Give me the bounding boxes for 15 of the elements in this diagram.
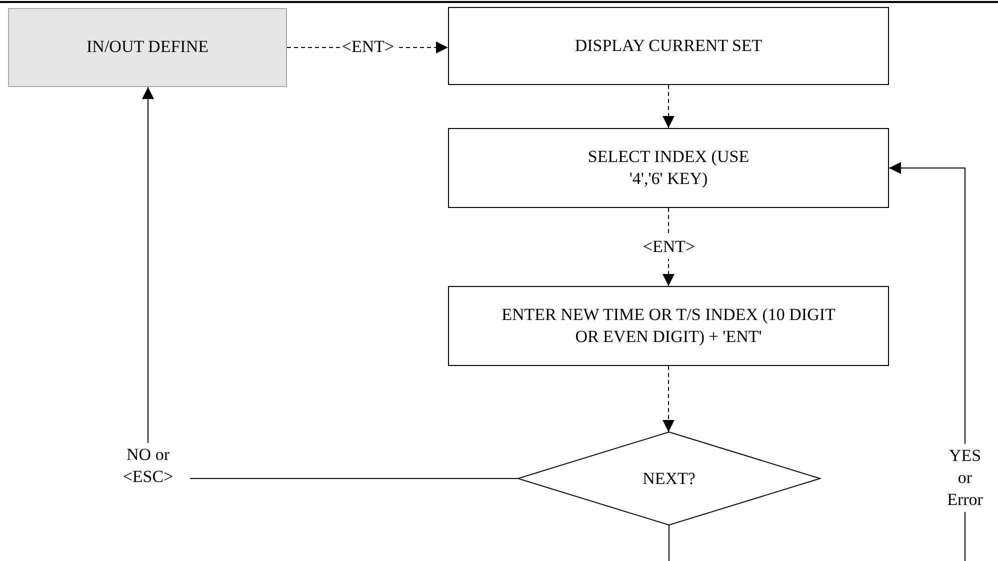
- edge-label: <ENT>: [640, 234, 698, 260]
- connector-arrow: [142, 86, 518, 479]
- node-label: DISPLAY CURRENT SET: [574, 34, 764, 57]
- node-label: NEXT?: [642, 468, 696, 488]
- node-label: ENTER NEW TIME OR T/S INDEX (10 DIGIT OR EVEN DIGIT) + 'ENT': [500, 304, 836, 348]
- connector-arrow: [662, 84, 674, 128]
- decision-diamond: [518, 432, 820, 525]
- node-label: IN/OUT DEFINE: [86, 36, 210, 58]
- node-label: SELECT INDEX (USE '4','6' KEY): [586, 146, 750, 190]
- edge-label: YES or Error: [945, 444, 985, 512]
- process-box: [8, 8, 287, 87]
- process-box: [448, 7, 889, 85]
- process-box: [448, 128, 889, 208]
- process-box: [448, 286, 889, 366]
- connector-arrow: [662, 366, 674, 432]
